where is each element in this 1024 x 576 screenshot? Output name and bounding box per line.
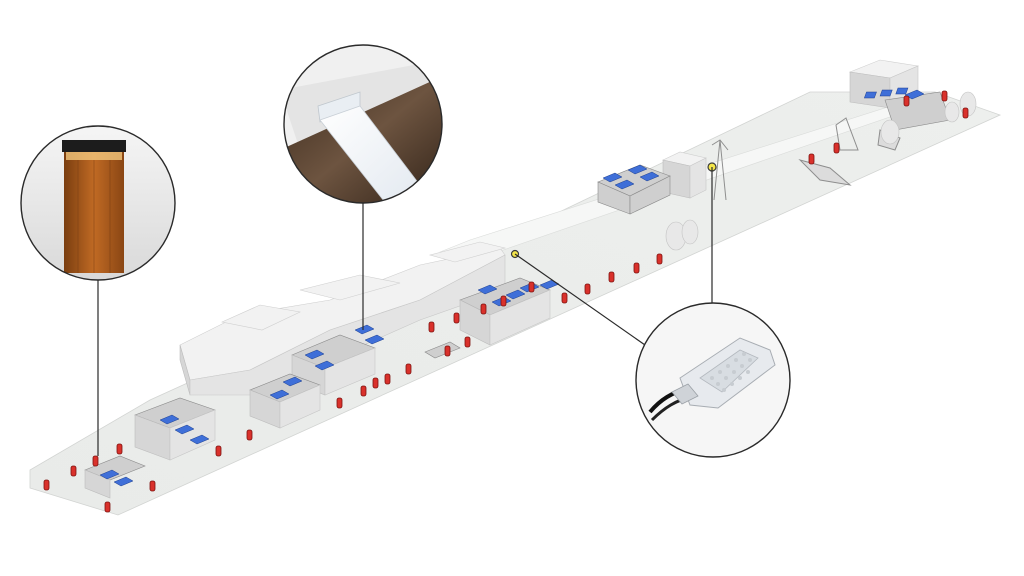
led-street-luminaire-icon: [635, 302, 791, 458]
solar-panels: [99, 89, 925, 487]
large-building: [179, 241, 507, 396]
recessed-led-strip-icon: [283, 44, 443, 204]
leader-line-streetlight-a: [514, 253, 646, 346]
wooden-bollard-light-icon: [20, 125, 176, 281]
tree: [880, 119, 900, 145]
pavilion-cluster-far-west: [84, 397, 216, 499]
bench: [424, 341, 461, 359]
bollard-lamps: [43, 90, 969, 513]
tree: [681, 219, 699, 245]
